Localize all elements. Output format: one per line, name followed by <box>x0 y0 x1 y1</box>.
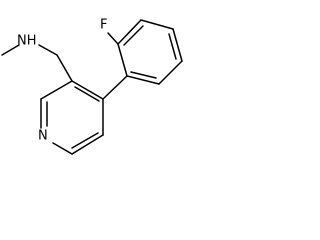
bond-methyl-nh <box>1 44 20 56</box>
bond-ch2-c3 <box>56 54 73 82</box>
chemical-structure: NH F N <box>1 18 183 155</box>
bond-phenyl-c2-c3-inner <box>123 25 144 46</box>
bond-pyridine-phenyl <box>102 75 128 100</box>
bond-pyridine-c5-c6 <box>71 134 104 155</box>
bond-phenyl-c1-c2 <box>117 43 128 77</box>
bond-pyridine-c6-n <box>52 142 73 155</box>
bond-phenyl-c3-c4 <box>140 19 174 30</box>
bond-pyridine-c3-c4 <box>71 80 104 100</box>
bond-pyridine-c2-c3 <box>40 80 73 100</box>
bond-phenyl-c6-c1-inner <box>130 71 157 79</box>
bond-phenyl-c2-c3 <box>117 19 142 45</box>
bond-pyridine-c3-c4-inner <box>74 86 100 102</box>
atom-label-nh: NH <box>17 34 37 49</box>
bond-phenyl-c6-c1 <box>126 75 160 85</box>
bond-pyridine-c5-c6-inner <box>71 132 99 149</box>
bond-phenyl-c4-c5-inner <box>168 33 177 60</box>
bond-phenyl-c4-c5 <box>172 28 183 62</box>
bond-phenyl-fluorine <box>107 32 119 45</box>
bond-nh-ch2 <box>38 44 58 56</box>
bond-phenyl-c5-c6 <box>158 60 183 85</box>
atom-label-pyridine-n: N <box>38 129 48 144</box>
atom-label-fluorine: F <box>100 18 107 33</box>
